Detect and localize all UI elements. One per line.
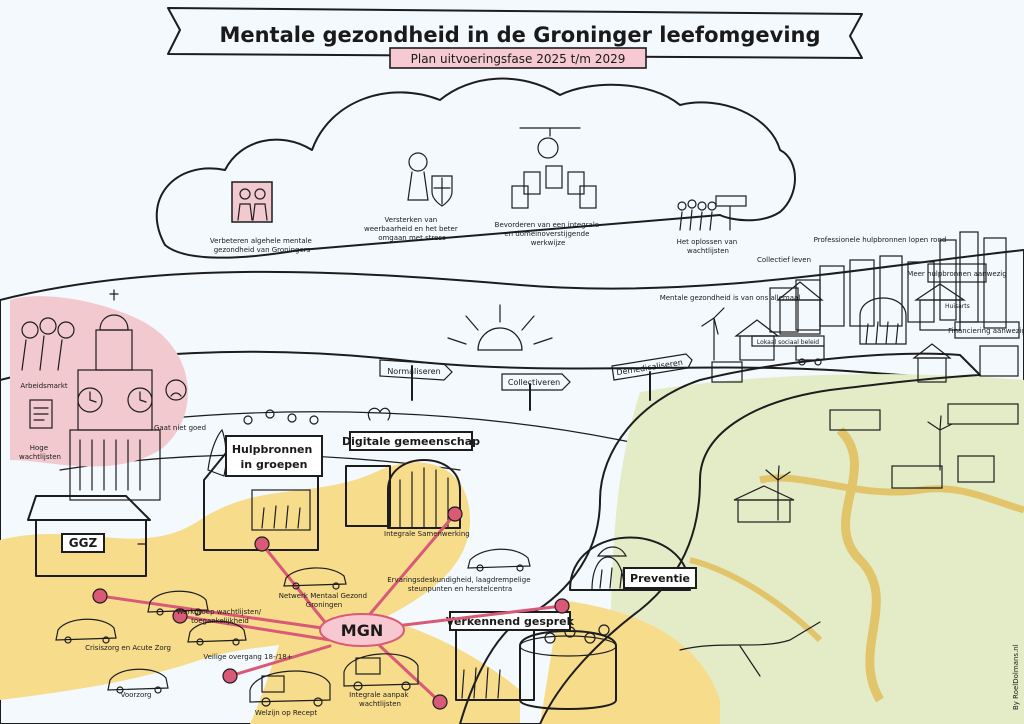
windmill-icon-2 [927, 415, 953, 471]
digitale-gemeenschap-label: Digitale gemeenschap [342, 431, 480, 451]
car-icon-5 [187, 620, 247, 646]
svg-text:Hoge wachtlijsten: Hoge wachtlijsten [19, 444, 61, 461]
hulpbronnen-label: Hulpbronnen in groepen [225, 435, 323, 477]
net-label-crisiszorg: Crisiszorg en Acute Zorg [85, 644, 171, 652]
goal-4-icon [677, 195, 747, 231]
title-banner: Mentale gezondheid in de Groninger leefo… [167, 7, 863, 59]
svg-text:Integrale aanpak wachtlijs: Integrale aanpak wachtlijsten [349, 691, 411, 708]
car-icon-6 [107, 668, 169, 694]
signpost-normaliseren: Normaliseren [379, 359, 453, 401]
svg-text:Mentale gezondheid is van ons: Mentale gezondheid is van ons allemaal [660, 294, 801, 302]
svg-text:Bevorderen van een integrale: Bevorderen van een integrale en domeinov… [495, 221, 602, 247]
goal-1-icon [231, 181, 273, 223]
sand-path-right [836, 426, 884, 703]
svg-text:Meer hulpbronnen aanwezig: Meer hulpbronnen aanwezig [907, 270, 1006, 278]
goal-3-icon [511, 127, 597, 209]
problem-label-arbeidsmarkt: Arbeidsmarkt [20, 382, 67, 390]
lightbulb-icons [243, 409, 319, 425]
car-icon-3 [147, 590, 209, 616]
svg-text:Normaliseren: Normaliseren [387, 367, 440, 376]
verkennend-gesprek-building [455, 624, 617, 710]
svg-text:Netwerk Mentaal Gezond Gro: Netwerk Mentaal Gezond Groningen [279, 592, 370, 609]
bottom-yellow-field [250, 600, 520, 724]
net-label-integrale-samenwerking: Integrale Samenwerking [384, 530, 470, 538]
net-label-welzijn-op-recept: Welzijn op Recept [255, 709, 317, 717]
problem-area [10, 296, 188, 467]
car-icon-7 [249, 670, 331, 707]
sand-path-right-3 [689, 557, 823, 643]
svg-text:Werkgroep wachtlijsten/ to: Werkgroep wachtlijsten/ toegankelijkheid [177, 608, 264, 625]
mgn-hub: MGN [319, 613, 405, 647]
car-icon [283, 567, 347, 590]
svg-text:Huisarts: Huisarts [945, 303, 970, 310]
worried-people-icon [21, 317, 75, 371]
city-label-collectief: Collectief leven [757, 256, 811, 264]
future-city [701, 231, 1019, 383]
svg-text:Collectiveren: Collectiveren [508, 378, 560, 387]
martini-tower [69, 289, 161, 501]
goal-2-icon [407, 152, 453, 207]
right-meadow [600, 374, 1024, 724]
network-lines [98, 512, 564, 704]
svg-text:Verkennend gesprek: Verkennend gesprek [446, 615, 575, 628]
net-label-voorzorg: Voorzorg [121, 691, 152, 699]
signpost-collectiveren: Collectiveren [501, 373, 571, 411]
svg-text:Digitale gemeenschap: Digitale gemeenschap [342, 435, 480, 448]
verkennend-gesprek-label: Verkennend gesprek [446, 611, 575, 631]
digitale-gemeenschap-building [345, 407, 461, 529]
meadow-barn [829, 409, 881, 431]
network-nodes [92, 506, 570, 710]
car-icon-4 [55, 618, 117, 644]
car-icon-8 [343, 653, 419, 691]
svg-text:Professionele hulpbronnen lope: Professionele hulpbronnen lopen rond [814, 236, 947, 244]
svg-text:Verbeteren algehele mentale: Verbeteren algehele mentale gezondheid v… [210, 237, 314, 254]
svg-text:Financiering aanwezig: Financiering aanwezig [948, 327, 1024, 335]
sad-face-icon [165, 379, 187, 401]
waiting-list-icon [29, 399, 53, 429]
city-label-box-beleid [751, 335, 825, 347]
ground-cracks [679, 621, 821, 677]
goals-cloud [155, 77, 796, 259]
mgn-label: MGN [341, 621, 383, 640]
left-yellow-field [0, 462, 470, 700]
city-label-box-hulpbronnen [927, 263, 987, 283]
credit-text: By RoelDolmans.nl [1012, 644, 1020, 710]
problem-label-gaat-niet-goed: Gaat niet goed [154, 424, 206, 432]
sand-path-right-2 [759, 474, 1024, 514]
svg-text:Lokaal sociaal beleid: Lokaal sociaal beleid [757, 339, 819, 346]
svg-text:Het oplossen van wachtlijs: Het oplossen van wachtlijsten [677, 238, 740, 255]
meadow-houses-row [947, 403, 1019, 425]
subtitle-badge: Plan uitvoeringsfase 2025 t/m 2029 [389, 47, 647, 69]
car-icon-2 [467, 548, 531, 572]
meadow-house-2 [891, 465, 943, 489]
meadow-house-3 [957, 455, 995, 483]
svg-text:Ervaringsdeskundigheid, laagdr: Ervaringsdeskundigheid, laagdrempelige s… [387, 576, 533, 593]
ggz-building: GGZ [27, 495, 151, 577]
page-subtitle: Plan uitvoeringsfase 2025 t/m 2029 [411, 52, 626, 66]
sun-icon [447, 304, 553, 351]
net-label-veilige-overgang: Veilige overgang 18-/18+ [203, 653, 292, 661]
svg-text:Preventie: Preventie [630, 572, 690, 585]
svg-text:Hulpbronnen in groepen: Hulpbronnen in groepen [232, 443, 316, 471]
preventie-label: Preventie [623, 567, 697, 589]
page-title: Mentale gezondheid in de Groninger leefo… [219, 23, 820, 47]
city-label-box-financiering [954, 321, 1020, 339]
svg-text:Versterken van weerbaarhei: Versterken van weerbaarheid en het beter… [364, 216, 460, 242]
ggz-label: GGZ [69, 536, 98, 550]
